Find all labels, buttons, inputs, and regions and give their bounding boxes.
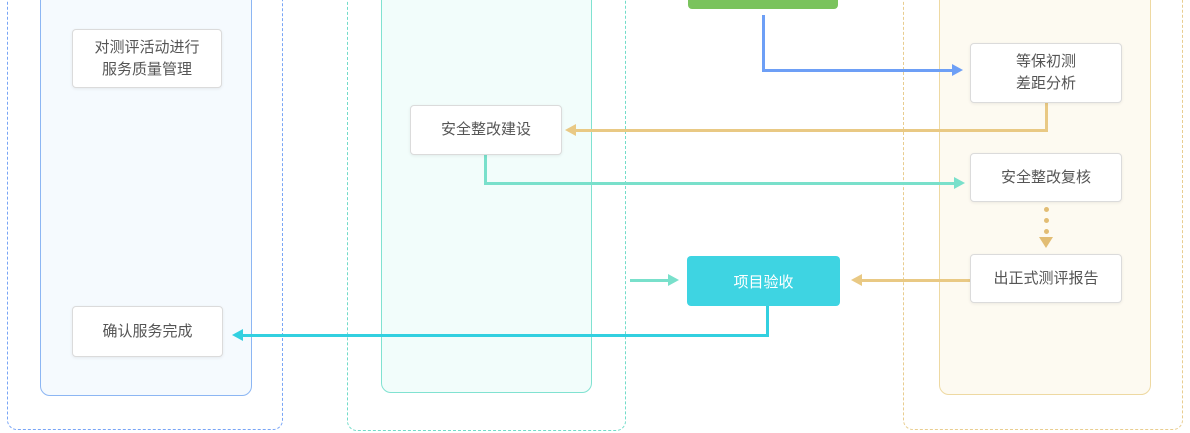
arrowhead-left-icon xyxy=(232,329,243,341)
connector-segment xyxy=(766,306,769,337)
lane-customer-outer-border xyxy=(7,0,283,430)
node-label: 安全整改复核 xyxy=(1000,168,1091,186)
node-label: 项目验收 xyxy=(733,273,794,291)
connector-segment xyxy=(762,15,765,72)
node-label-line: 差距分析 xyxy=(1015,75,1076,92)
connector-segment xyxy=(762,69,952,72)
connector-segment xyxy=(243,334,769,337)
node-security-remediation: 安全整改建设 xyxy=(410,105,562,155)
dotted-line-dot xyxy=(1044,218,1049,223)
node-confirm-completion: 确认服务完成 xyxy=(72,306,223,357)
connector-segment xyxy=(576,129,1048,132)
node-label: 出正式测评报告 xyxy=(993,269,1099,287)
node-label-line: 服务质量管理 xyxy=(101,60,192,78)
node-label-line: 等保初测 xyxy=(1015,53,1076,71)
arrowhead-right-icon xyxy=(668,274,679,286)
connector-segment xyxy=(1045,103,1048,132)
arrowhead-left-icon xyxy=(565,124,576,136)
lane-integrator-outer-border xyxy=(347,0,626,431)
dotted-line-dot xyxy=(1044,207,1049,212)
connector-segment xyxy=(630,279,668,282)
node-project-acceptance: 项目验收 xyxy=(687,256,840,306)
connector-segment xyxy=(484,155,487,184)
connector-segment xyxy=(484,182,954,185)
node-initial-assessment: 等保初测 差距分析 xyxy=(970,43,1122,103)
node-remediation-review: 安全整改复核 xyxy=(970,153,1122,202)
lane-assessor-outer-border xyxy=(903,0,1183,430)
node-label: 确认服务完成 xyxy=(102,322,193,340)
node-final-report: 出正式测评报告 xyxy=(970,254,1122,303)
arrowhead-right-icon xyxy=(952,64,963,76)
arrowhead-down-icon xyxy=(1039,237,1053,248)
node-label-line: 对测评活动进行 xyxy=(94,38,200,56)
connector-segment xyxy=(862,279,970,282)
lane-integrator-panel xyxy=(381,0,592,393)
node-label: 安全整改建设 xyxy=(440,121,531,139)
arrowhead-left-icon xyxy=(851,274,862,286)
dotted-line-dot xyxy=(1044,229,1049,234)
node-service-quality: 对测评活动进行 服务质量管理 xyxy=(72,29,222,88)
arrowhead-right-icon xyxy=(954,177,965,189)
node-green-clipped xyxy=(688,0,838,9)
